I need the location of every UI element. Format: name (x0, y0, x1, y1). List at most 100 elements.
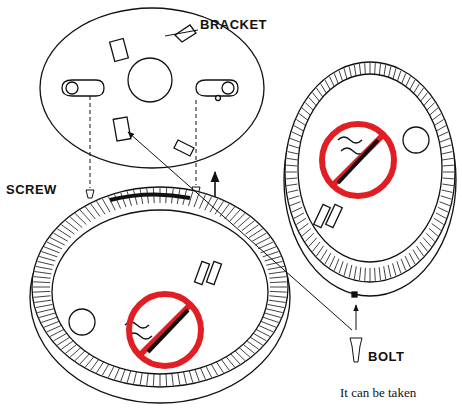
knurl-stroke (354, 266, 356, 279)
knurl-stroke (364, 268, 366, 281)
knurl-stroke (47, 242, 62, 249)
knurl-stroke (436, 213, 446, 219)
knurl-stroke (370, 268, 371, 281)
knurl-stroke (39, 256, 55, 261)
knurl-stroke (417, 246, 424, 256)
knurl-stroke (287, 158, 298, 160)
knurl-stroke (294, 213, 304, 219)
knurl-stroke (423, 238, 431, 247)
knurl-stroke (35, 300, 52, 302)
knurl-stroke (426, 103, 434, 111)
knurl-stroke (33, 287, 50, 288)
knurl-stroke (349, 265, 352, 278)
knurl-stroke (316, 246, 323, 256)
knurl-stroke (438, 207, 448, 212)
knurl-stroke (413, 250, 419, 261)
knurl-stroke (436, 126, 446, 132)
knurl-stroke (442, 152, 453, 154)
knurl-stroke (442, 184, 453, 186)
knurl-stroke (33, 281, 50, 283)
knurl-stroke (194, 193, 199, 207)
knurl-stroke (270, 281, 287, 283)
knurl-stroke (441, 145, 452, 148)
knurl-stroke (330, 256, 335, 267)
knurl-stroke (294, 126, 304, 132)
knurl-stroke (339, 261, 343, 273)
knurl-stroke (286, 165, 297, 167)
knurl-stroke (287, 190, 298, 192)
knurl-stroke (269, 296, 286, 298)
knurl-stroke (309, 238, 317, 247)
knurl-stroke (260, 321, 276, 327)
knurl-stroke (442, 158, 453, 160)
part-label: BRACKET (200, 18, 267, 32)
knurl-stroke (439, 138, 449, 142)
knurl-stroke (359, 267, 360, 280)
knurl-stroke (379, 267, 380, 280)
knurl-stroke (432, 114, 441, 121)
knurl-stroke (312, 93, 320, 102)
detector-left (30, 187, 290, 403)
knurl-stroke (305, 233, 313, 241)
knurl-stroke (344, 263, 347, 275)
knurl-stroke (39, 313, 55, 318)
knurl-stroke (41, 252, 57, 257)
knurl-stroke (441, 196, 452, 199)
knurl-stroke (405, 256, 410, 267)
knurl-stroke (309, 97, 317, 106)
knurl-stroke (258, 242, 273, 249)
knurl-stroke (44, 247, 60, 253)
knurl-stroke (439, 202, 449, 206)
knurl-stroke (401, 259, 406, 271)
knurl-stroke (429, 108, 438, 116)
knurl-stroke (290, 138, 300, 142)
knurl-stroke (302, 228, 311, 236)
knurl-stroke (302, 108, 311, 116)
knurl-stroke (321, 250, 327, 261)
knurl-stroke (289, 196, 300, 199)
knurl-stroke (97, 201, 106, 214)
knurl-stroke (44, 321, 60, 327)
knurl-stroke (34, 296, 51, 298)
knurl-stroke (388, 265, 391, 278)
knurl-stroke (420, 93, 428, 102)
part-label: SCREW (6, 183, 57, 197)
knurl-stroke (290, 202, 300, 206)
knurl-stroke (432, 223, 441, 230)
part-label: BOLT (368, 350, 404, 364)
knurl-stroke (263, 252, 279, 257)
knurl-stroke (397, 261, 401, 273)
knurl-stroke (393, 263, 396, 275)
knurl-stroke (420, 242, 428, 251)
knurl-stroke (35, 272, 52, 274)
knurl-stroke (270, 291, 287, 293)
knurl-stroke (434, 218, 444, 224)
knurl-stroke (263, 317, 279, 322)
knurl-stroke (127, 191, 131, 205)
knurl-stroke (269, 277, 286, 279)
knurl-stroke (325, 253, 331, 264)
knurl-stroke (434, 119, 444, 125)
knurl-stroke (268, 304, 285, 307)
knurl-stroke (286, 178, 297, 180)
knurl-stroke (299, 114, 308, 121)
knurl-stroke (47, 325, 62, 332)
knurl-stroke (41, 317, 57, 322)
knurl-stroke (255, 238, 270, 246)
knurl-stroke (265, 313, 281, 318)
knurl-stroke (384, 266, 386, 279)
knurl-stroke (287, 184, 298, 186)
detector-right (284, 62, 456, 297)
knurl-stroke (269, 300, 286, 302)
knurl-stroke (409, 253, 415, 264)
knurl-stroke (37, 261, 53, 265)
knurl-stroke (374, 268, 376, 281)
knurl-stroke (289, 145, 300, 148)
knurl-stroke (292, 207, 302, 212)
knurl-stroke (102, 199, 110, 212)
knurl-stroke (305, 103, 313, 111)
knurl-stroke (33, 291, 50, 293)
bolt-leader (128, 30, 362, 362)
knurl-stroke (296, 218, 306, 224)
knurl-stroke (34, 277, 51, 279)
